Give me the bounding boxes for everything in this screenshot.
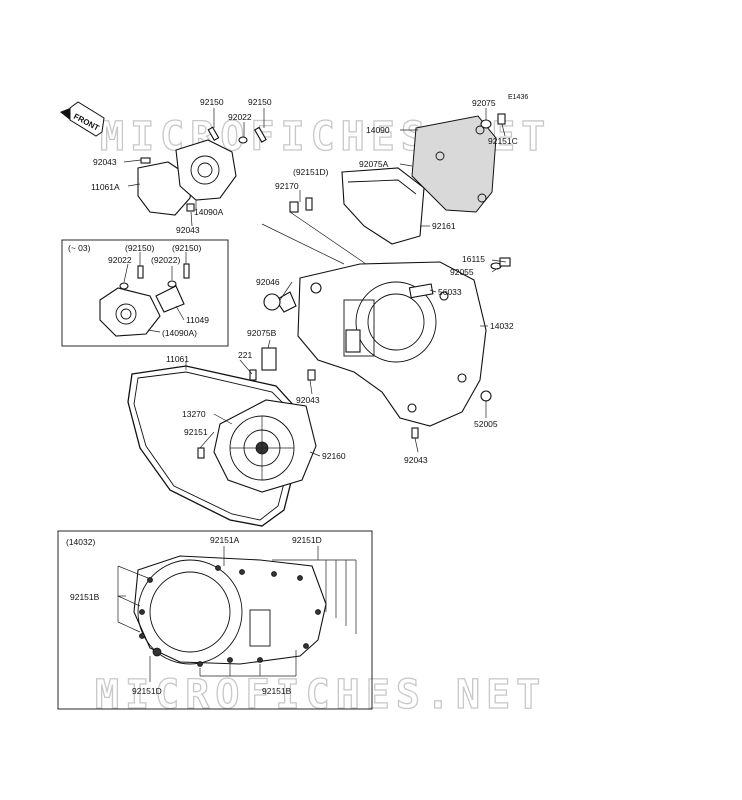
label-92022-inset: 92022	[108, 255, 132, 265]
label-13270: 13270	[182, 409, 206, 419]
inset-top-label: (~ 03)	[68, 243, 91, 253]
gasket-11061	[127, 365, 297, 527]
label-92160: 92160	[322, 451, 346, 461]
label-92170: 92170	[275, 181, 299, 191]
label-92151D-inset-bottom: 92151D	[132, 686, 162, 696]
label-92043-b: 92043	[176, 225, 200, 235]
label-92022-inset-paren: (92022)	[151, 255, 180, 265]
label-92161: 92161	[432, 221, 456, 231]
label-14090A-paren: (14090A)	[162, 328, 197, 338]
label-221: 221	[238, 350, 252, 360]
label-92075B: 92075B	[247, 328, 277, 338]
label-92150-inset-b: (92150)	[172, 243, 201, 253]
inset-frame-top	[61, 239, 229, 347]
label-14090: 14090	[366, 125, 390, 135]
label-92075A: 92075A	[359, 159, 389, 169]
label-92150-inset-a: (92150)	[125, 243, 154, 253]
inset-cover-bolt-pattern	[133, 555, 327, 667]
inset-bottom-label: (14032)	[66, 537, 95, 547]
label-14090A: 14090A	[194, 207, 224, 217]
label-92022: 92022	[228, 112, 252, 122]
front-arrow-icon: FRONT	[60, 101, 105, 137]
label-92043-c: 92043	[296, 395, 320, 405]
label-16115: 16115	[462, 254, 485, 264]
label-92150-b: 92150	[248, 97, 272, 107]
inset-pump-cover	[99, 263, 190, 337]
label-92151A-inset: 92151A	[210, 535, 240, 545]
pump-cover-assembly	[137, 126, 267, 216]
watermark-bottom: MICROFICHES.NET	[95, 672, 546, 718]
label-92055: 92055	[450, 267, 474, 277]
label-92150-a: 92150	[200, 97, 224, 107]
label-92043-a: 92043	[93, 157, 117, 167]
label-92151C: 92151C	[488, 136, 518, 146]
main-cover-14032	[249, 257, 511, 439]
label-11061: 11061	[166, 354, 189, 364]
label-56033: 56033	[438, 287, 462, 297]
label-11061A: 11061A	[91, 182, 120, 192]
label-14032: 14032	[490, 321, 514, 331]
inset-leader-lines	[117, 546, 357, 682]
label-92075: 92075	[472, 98, 496, 108]
label-92151D-paren: (92151D)	[293, 167, 329, 177]
label-92151D-inset: 92151D	[292, 535, 322, 545]
label-92151B-inset-bottom: 92151B	[262, 686, 292, 696]
inset-frame-bottom	[57, 530, 373, 710]
label-52005: 52005	[474, 419, 498, 429]
diagram-code: E1436	[508, 94, 528, 101]
label-92046: 92046	[256, 277, 280, 287]
label-11049: 11049	[186, 315, 209, 325]
label-92151B-inset-left: 92151B	[70, 592, 100, 602]
label-92151: 92151	[184, 427, 208, 437]
outer-cover-14090	[411, 113, 506, 213]
seal-plate-92160	[197, 399, 317, 493]
label-92043-d: 92043	[404, 455, 428, 465]
insulator-92161	[289, 167, 425, 245]
leader-lines	[123, 108, 507, 457]
